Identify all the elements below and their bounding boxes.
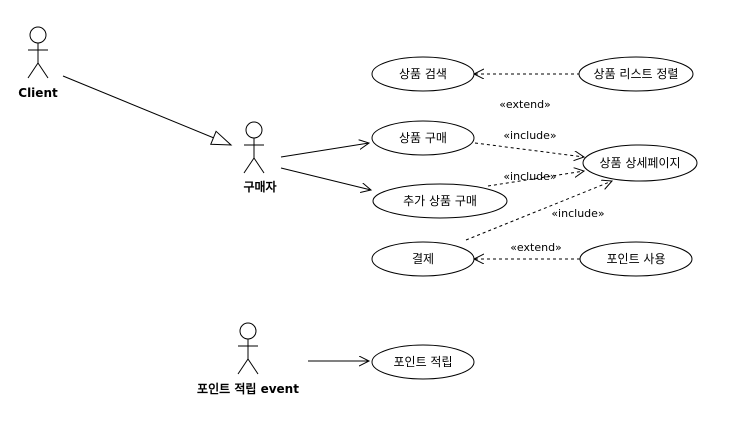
- usecase-purchase[interactable]: 상품 구매: [371, 120, 475, 156]
- usecase-search[interactable]: 상품 검색: [371, 56, 475, 92]
- usecase-extra-purchase-label: 추가 상품 구매: [403, 194, 477, 208]
- extend-label-point: «extend»: [510, 241, 562, 254]
- usecase-extra-purchase[interactable]: 추가 상품 구매: [372, 183, 508, 219]
- include-label-extra: «include»: [503, 170, 556, 183]
- actor-client-label: Client: [18, 86, 58, 100]
- usecase-use-point-label: 포인트 사용: [606, 252, 665, 266]
- usecase-purchase-label: 상품 구매: [399, 131, 447, 145]
- extend-label-sort: «extend»: [499, 98, 551, 111]
- actor-buyer[interactable]: [243, 121, 265, 174]
- usecase-earn-point[interactable]: 포인트 적립: [371, 344, 475, 380]
- actor-point-event-label: 포인트 적립 event: [197, 381, 299, 396]
- include-payment-to-detail[interactable]: [465, 181, 612, 241]
- include-label-purchase: «include»: [503, 129, 556, 142]
- include-label-payment: «include»: [551, 207, 604, 220]
- usecase-detail[interactable]: 상품 상세페이지: [582, 144, 698, 182]
- stereotype-labels: «extend» «include» «include» «include» «…: [499, 98, 604, 254]
- usecase-payment[interactable]: 결제: [371, 241, 475, 277]
- usecase-search-label: 상품 검색: [399, 67, 447, 81]
- actor-point-event[interactable]: [237, 322, 259, 375]
- usecase-use-point[interactable]: 포인트 사용: [579, 241, 693, 277]
- usecase-sort-label: 상품 리스트 정렬: [594, 67, 679, 81]
- generalization-client-to-buyer[interactable]: [62, 75, 233, 146]
- usecase-detail-label: 상품 상세페이지: [599, 156, 680, 170]
- actor-client[interactable]: [27, 26, 49, 79]
- include-extra-to-detail[interactable]: [487, 171, 584, 187]
- usecase-sort[interactable]: 상품 리스트 정렬: [578, 56, 694, 92]
- relations: [62, 74, 612, 361]
- actor-buyer-label: 구매자: [243, 179, 276, 194]
- usecase-earn-point-label: 포인트 적립: [393, 355, 452, 369]
- include-purchase-to-detail[interactable]: [474, 142, 584, 157]
- association-buyer-to-purchase[interactable]: [280, 143, 369, 158]
- usecase-payment-label: 결제: [412, 252, 434, 266]
- association-buyer-to-extra-purchase[interactable]: [280, 167, 371, 190]
